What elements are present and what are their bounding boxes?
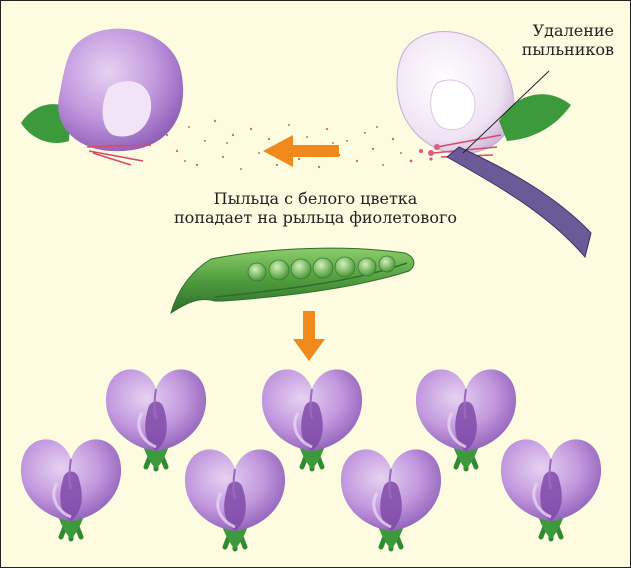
offspring-flower: [416, 369, 516, 469]
left-arrow-icon: [263, 135, 339, 167]
anther-removal-label: Удаление пыльников: [522, 21, 614, 59]
purple-flower-recipient: [21, 29, 183, 165]
pollen-cloud: [166, 120, 433, 170]
pea-pod: [171, 248, 414, 313]
offspring-flower: [21, 439, 121, 539]
offspring-flowers: [21, 369, 601, 549]
down-arrow-icon: [293, 311, 325, 361]
pollen-transfer-caption: Пыльца с белого цветка попадает на рыльц…: [1, 189, 630, 227]
offspring-flower: [185, 449, 285, 549]
pollen-caption-line2: попадает на рыльца фиолетового: [1, 208, 630, 227]
offspring-flower: [341, 449, 441, 549]
anther-removal-label-line1: Удаление: [522, 21, 614, 40]
offspring-flower: [262, 369, 362, 469]
anther-removal-label-line2: пыльников: [522, 40, 614, 59]
offspring-flower: [501, 439, 601, 539]
offspring-flower: [106, 369, 206, 469]
pollen-caption-line1: Пыльца с белого цветка: [1, 189, 630, 208]
